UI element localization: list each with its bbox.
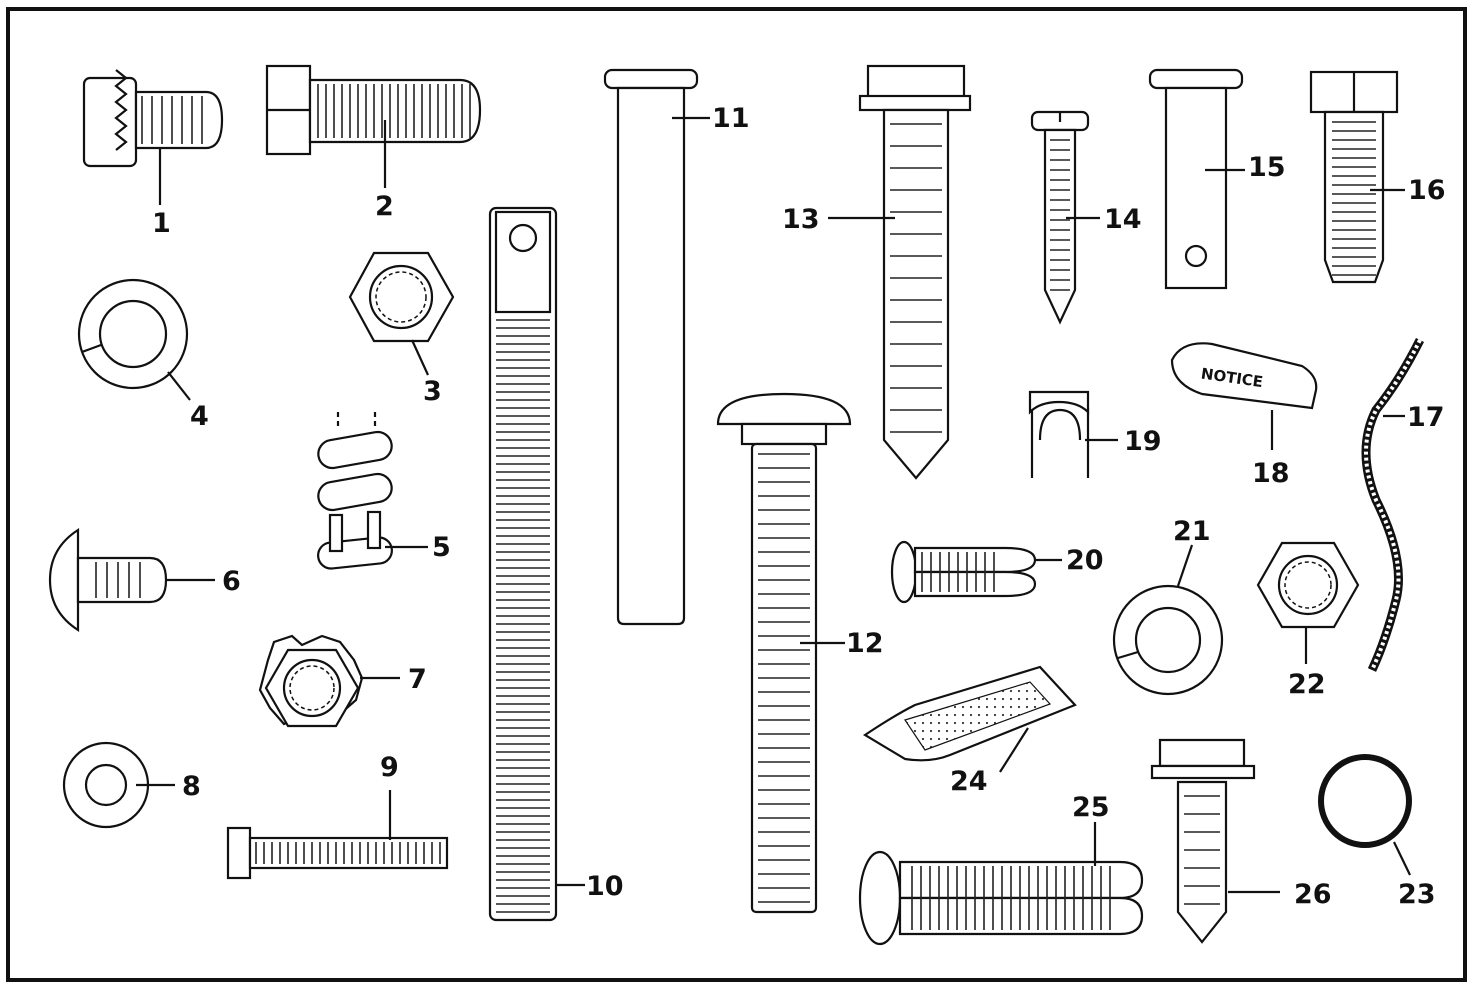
part-9-hex-flange-bolt: [226, 826, 449, 880]
part-26-flange-screw: [1150, 738, 1256, 944]
part-3-hex-nut: [348, 251, 455, 343]
label-18: 18: [1252, 458, 1290, 489]
label-2: 2: [375, 191, 394, 222]
part-10-threaded-rod: [488, 206, 558, 922]
label-20: 20: [1066, 545, 1104, 576]
part-15-clevis-pin-short: [1148, 68, 1244, 290]
label-17: 17: [1407, 402, 1445, 433]
part-12-carriage-bolt-long: [716, 392, 852, 914]
label-23: 23: [1398, 879, 1436, 910]
part-23-o-ring: [1318, 754, 1412, 848]
label-7: 7: [408, 664, 427, 695]
part-16-hex-bolt: [1309, 70, 1399, 284]
label-1: 1: [152, 208, 171, 239]
part-2-hex-bolt: [265, 64, 482, 156]
label-25: 25: [1072, 792, 1110, 823]
label-5: 5: [432, 532, 451, 563]
part-14-slotted-screw: [1030, 110, 1090, 325]
label-13: 13: [782, 204, 820, 235]
label-9: 9: [380, 752, 399, 783]
part-1-serrated-flange-bolt: [82, 69, 224, 168]
label-26: 26: [1294, 879, 1332, 910]
part-19-u-clip: [1028, 390, 1090, 478]
part-24-grease-packet: [862, 665, 1077, 762]
label-10: 10: [586, 871, 624, 902]
label-12: 12: [846, 628, 884, 659]
diagram-border: [6, 7, 1467, 982]
part-17-wire-tie: [1361, 337, 1425, 672]
part-6-carriage-bolt: [48, 527, 168, 633]
label-21: 21: [1173, 516, 1211, 547]
label-16: 16: [1408, 175, 1446, 206]
part-18-notice-tag: NOTICE: [1170, 342, 1318, 410]
label-24: 24: [950, 766, 988, 797]
part-4-lock-washer: [77, 278, 189, 390]
part-25-wall-anchor-large: [858, 850, 1144, 946]
part-8-flat-washer: [62, 741, 150, 829]
label-4: 4: [190, 401, 209, 432]
part-13-lag-screw: [858, 64, 972, 480]
label-11: 11: [712, 103, 750, 134]
label-14: 14: [1104, 204, 1142, 235]
label-8: 8: [182, 771, 201, 802]
part-21-lock-washer: [1112, 584, 1224, 696]
label-19: 19: [1124, 426, 1162, 457]
part-11-clevis-pin: [603, 68, 699, 626]
label-15: 15: [1248, 152, 1286, 183]
label-3: 3: [423, 376, 442, 407]
part-22-hex-nut: [1256, 541, 1360, 629]
label-6: 6: [222, 566, 241, 597]
part-20-wall-anchor: [890, 540, 1037, 604]
part-7-keps-nut: [258, 634, 364, 728]
label-22: 22: [1288, 669, 1326, 700]
part-5-chain-link: [317, 412, 393, 570]
